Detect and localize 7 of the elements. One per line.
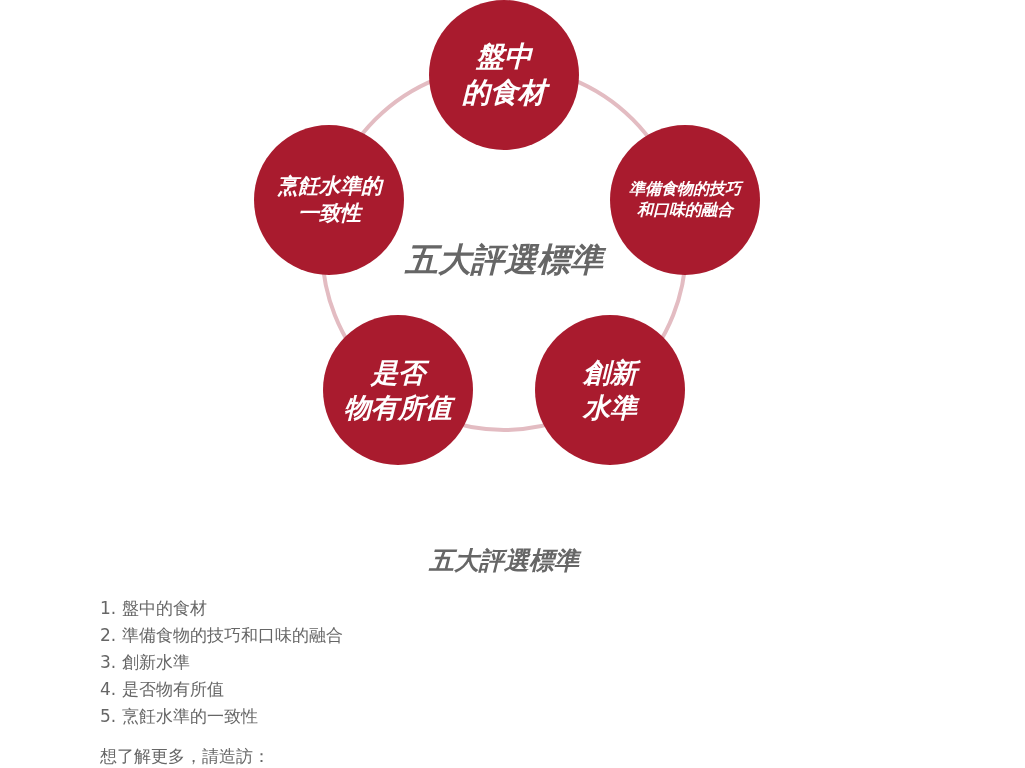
list-item: 1. 盤中的食材 (100, 597, 207, 620)
list-item: 2. 準備食物的技巧和口味的融合 (100, 624, 343, 647)
footer-note: 想了解更多，請造訪： (100, 745, 270, 768)
list-item: 3. 創新水準 (100, 651, 190, 674)
list-item: 5. 烹飪水準的一致性 (100, 705, 258, 728)
criterion-text: 烹飪水準的一致性 (276, 172, 382, 227)
list-item: 4. 是否物有所值 (100, 678, 224, 701)
